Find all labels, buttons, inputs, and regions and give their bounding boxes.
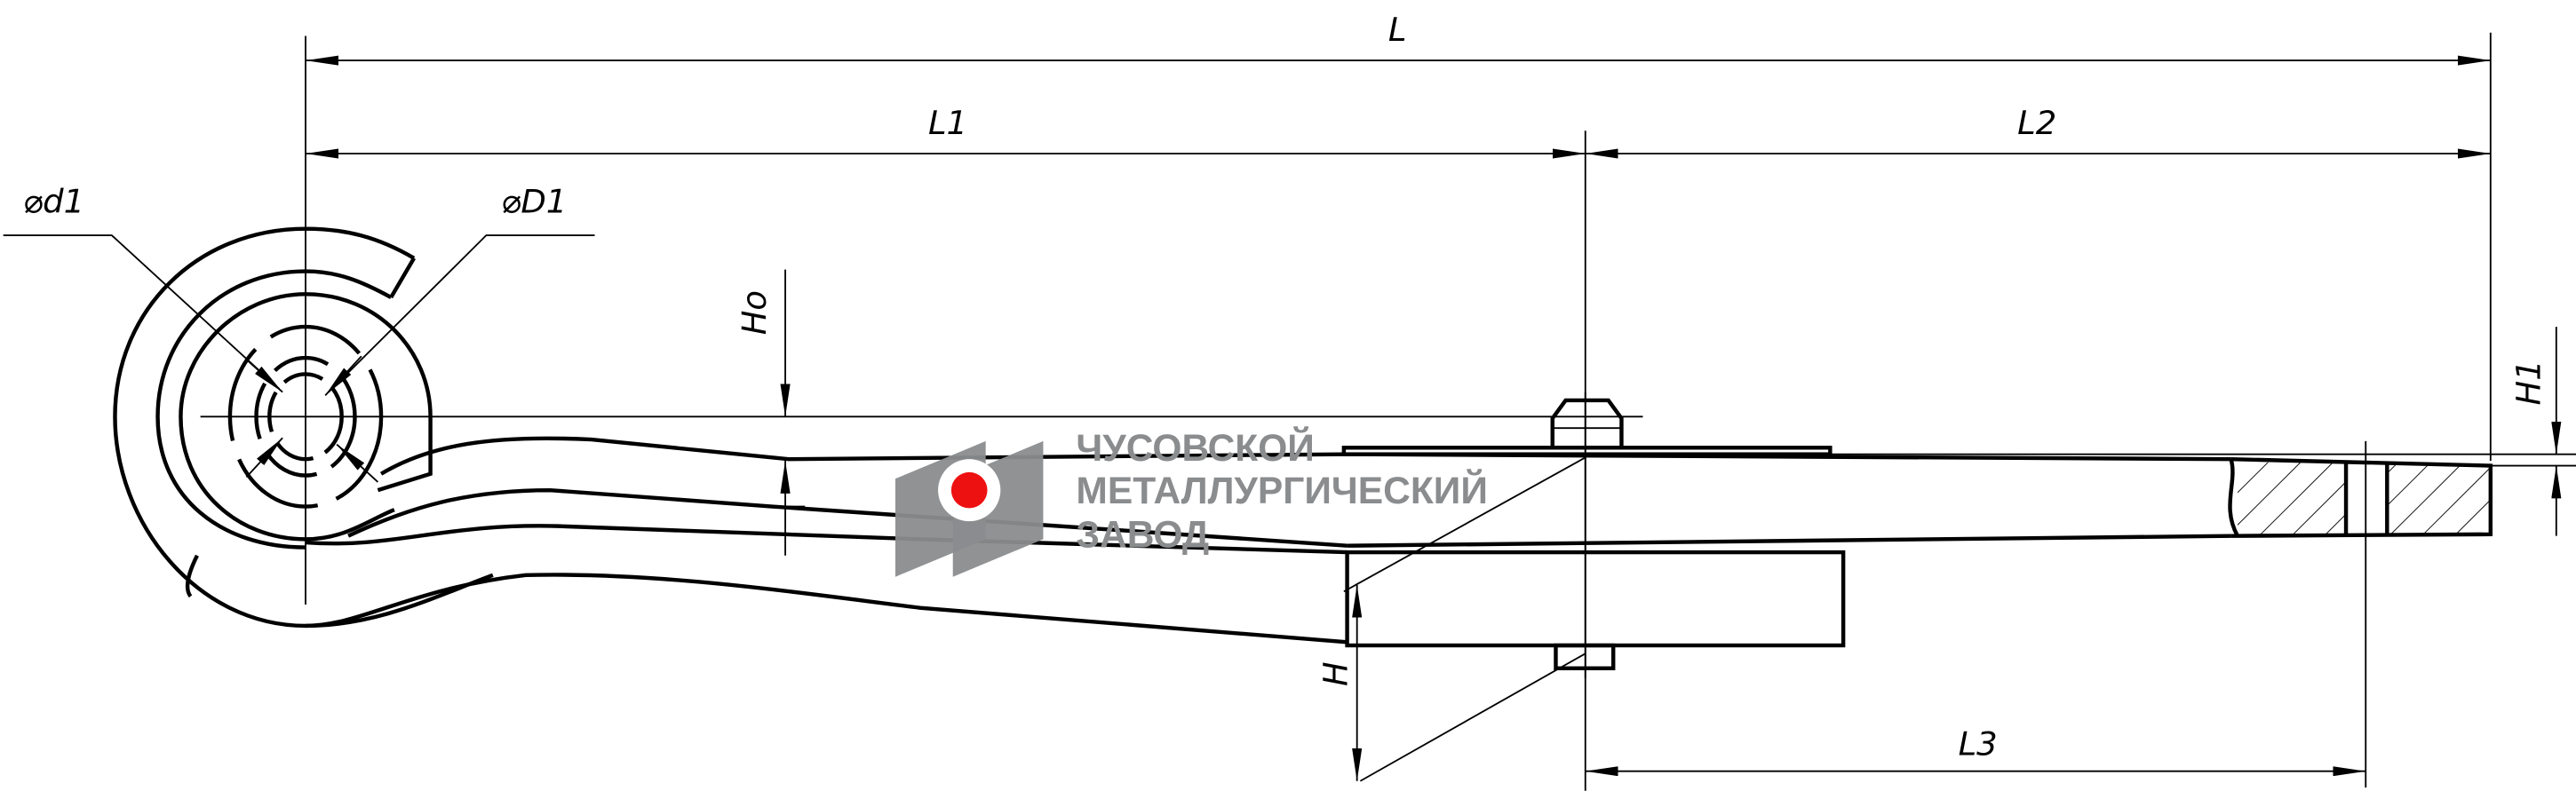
spring-leaves (305, 436, 2493, 648)
dimension-Ho: Ho (735, 269, 791, 556)
label-L1: L1 (928, 104, 967, 142)
label-H: H (1316, 661, 1355, 686)
dimension-L3: L3 (1585, 724, 2366, 777)
label-L: L (1388, 11, 1407, 49)
dimension-L: L (306, 11, 2491, 66)
dimension-H: H (1316, 456, 1586, 782)
label-H1: H1 (2509, 360, 2548, 405)
spring-eye (113, 226, 494, 629)
label-D1: ⌀D1 (501, 182, 567, 220)
label-Ho: Ho (735, 290, 774, 335)
center-bolt (1550, 392, 1624, 678)
dimension-D1: ⌀D1 (245, 182, 595, 479)
dimension-L2: L2 (1585, 104, 2491, 159)
label-L2: L2 (2017, 104, 2056, 142)
label-d1: ⌀d1 (23, 182, 84, 220)
company-logo: ЧУСОВСКОЙ МЕТАЛЛУРГИЧЕСКИЙ ЗАВОД (894, 426, 1488, 577)
logo-line-1: ЧУСОВСКОЙ (1076, 426, 1314, 469)
dimension-H1: H1 (2509, 327, 2562, 536)
center-lines (200, 32, 2576, 791)
label-L3: L3 (1959, 724, 1998, 763)
logo-line-2: МЕТАЛЛУРГИЧЕСКИЙ (1076, 469, 1488, 511)
dimension-d1: ⌀d1 (3, 182, 379, 483)
dimension-L1: L1 (306, 104, 1586, 159)
logo-line-3: ЗАВОД (1076, 514, 1209, 556)
logo-red-dot (950, 471, 988, 509)
